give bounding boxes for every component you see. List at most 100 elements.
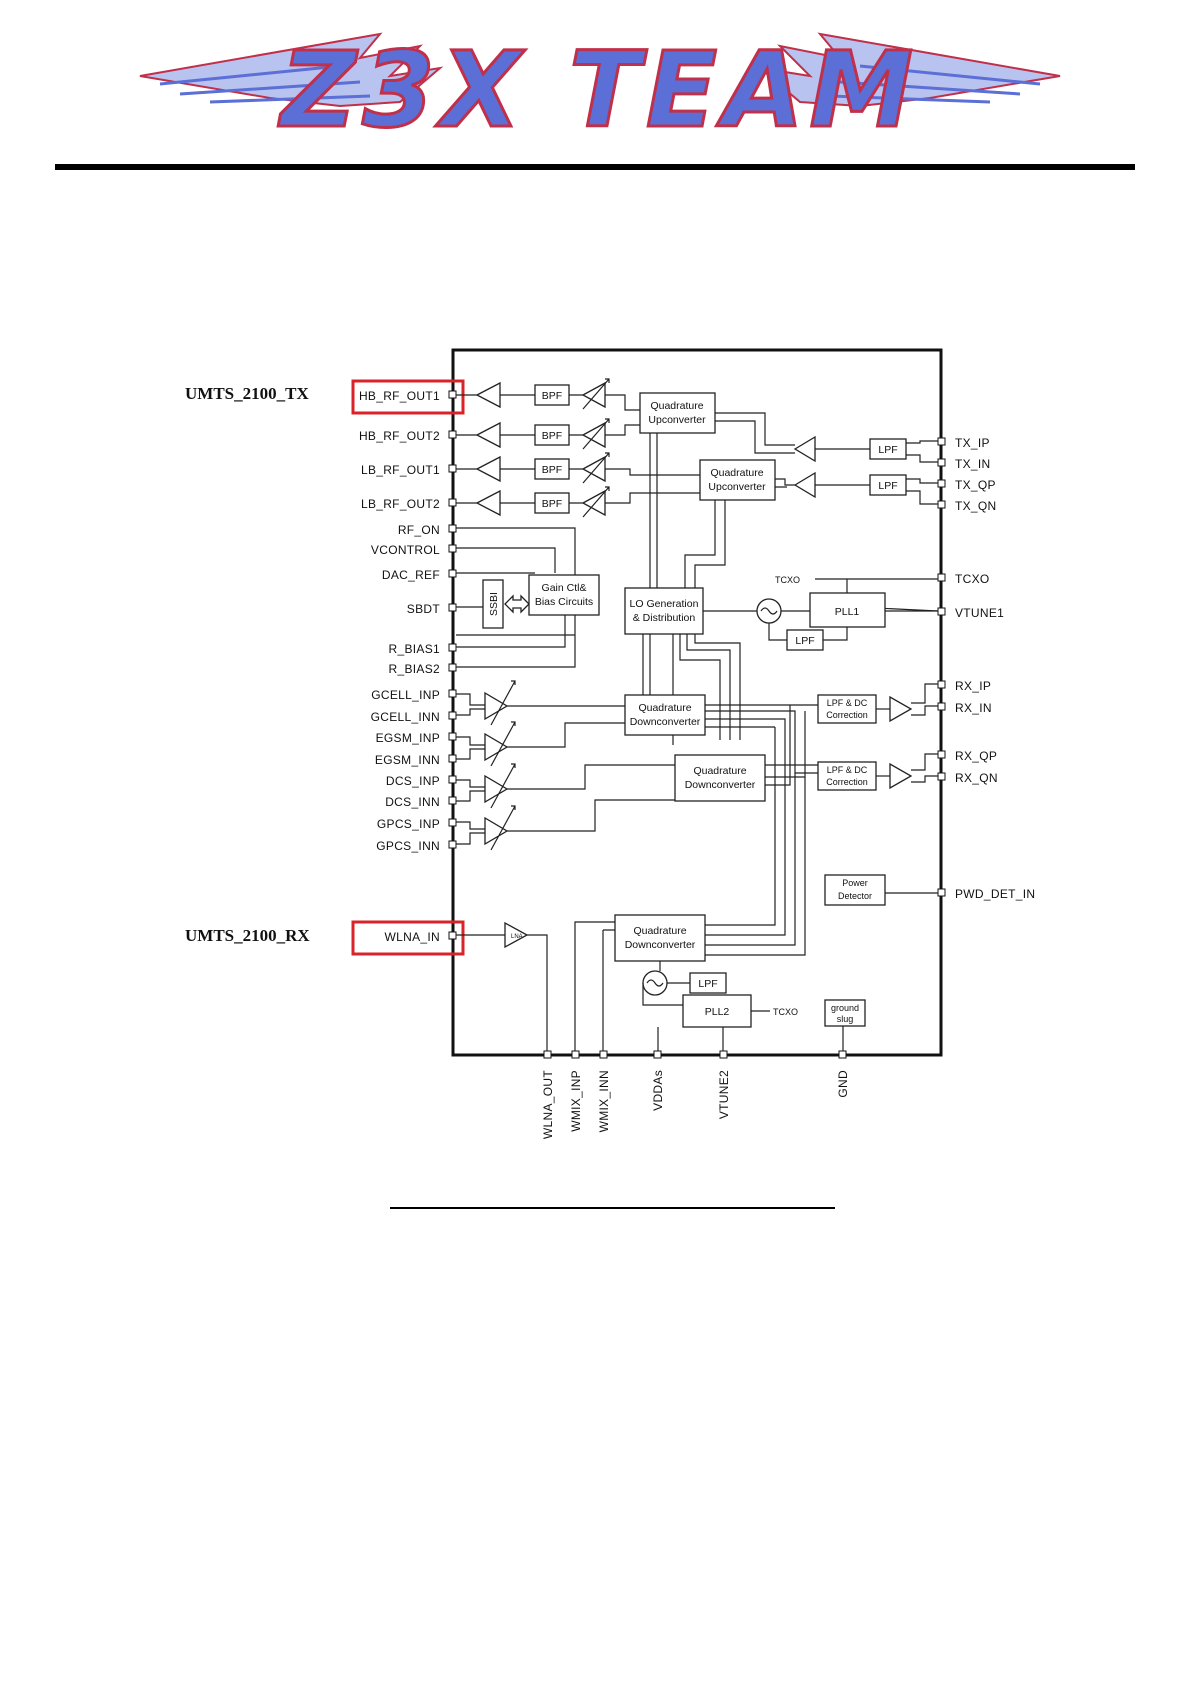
quadrature-downconverter-2: Quadrature Downconverter [674, 754, 766, 802]
svg-text:PLL1: PLL1 [835, 606, 860, 618]
lpf-block: LPF [786, 629, 824, 651]
pll2-block: PLL2 [682, 994, 752, 1028]
bottom-pin-list: WLNA_OUT WMIX_INP WMIX_INN VDDAs VTUNE2 … [541, 1050, 850, 1139]
svg-text:Quadrature: Quadrature [693, 765, 746, 777]
svg-text:HB_RF_OUT1: HB_RF_OUT1 [359, 389, 440, 403]
variable-attenuator-icon [581, 378, 610, 410]
svg-text:EGSM_INP: EGSM_INP [376, 731, 440, 745]
svg-text:GPCS_INP: GPCS_INP [377, 817, 440, 831]
svg-text:RX_QP: RX_QP [955, 749, 997, 763]
tx-output-chain: BPF BPF BPF BPF [456, 378, 700, 518]
svg-text:LNA: LNA [511, 934, 523, 940]
svg-text:VTUNE1: VTUNE1 [955, 606, 1004, 620]
svg-text:R_BIAS2: R_BIAS2 [389, 662, 440, 676]
bottom-pin: WLNA_OUT [541, 1050, 555, 1139]
right-pin-list: TX_IP TX_IN TX_QP TX_QN TCXO VTUNE1 RX_I… [937, 436, 1035, 901]
ground-slug-block: ground slug [824, 999, 866, 1051]
right-pin: VTUNE1 [937, 606, 1004, 620]
svg-text:Downconverter: Downconverter [685, 779, 756, 791]
bpf-block: BPF [534, 424, 570, 446]
svg-text:Power: Power [842, 878, 868, 888]
svg-text:SBDT: SBDT [407, 602, 441, 616]
svg-text:R_BIAS1: R_BIAS1 [389, 642, 440, 656]
tcxo-internal-label: TCXO [775, 575, 800, 585]
left-pin: DAC_REF [382, 568, 457, 582]
svg-text:DCS_INN: DCS_INN [385, 795, 440, 809]
svg-text:Bias Circuits: Bias Circuits [535, 596, 593, 608]
right-pin: RX_IP [937, 679, 991, 693]
svg-text:LPF & DC: LPF & DC [827, 698, 868, 708]
svg-text:GPCS_INN: GPCS_INN [376, 839, 440, 853]
svg-text:DAC_REF: DAC_REF [382, 568, 440, 582]
right-pin: TCXO [937, 572, 989, 586]
right-pin: PWD_DET_IN [937, 887, 1035, 901]
svg-text:PLL2: PLL2 [705, 1006, 730, 1018]
right-pin: RX_QN [937, 771, 998, 785]
left-pin: R_BIAS1 [389, 642, 457, 656]
left-pin: EGSM_INP [376, 731, 457, 745]
svg-text:LPF: LPF [795, 635, 814, 647]
rx-output-amp-icon [889, 762, 913, 790]
left-pin: GCELL_INP [371, 688, 457, 702]
rx-callout-label: UMTS_2100_RX [185, 926, 310, 945]
svg-text:BPF: BPF [542, 390, 562, 402]
pll1-section: PLL1 LPF TCXO [756, 575, 939, 651]
svg-text:WLNA_OUT: WLNA_OUT [541, 1070, 555, 1139]
tcxo-internal-label: TCXO [773, 1007, 798, 1017]
tx-callout-label: UMTS_2100_TX [185, 384, 309, 403]
left-pin: RF_ON [398, 523, 457, 537]
svg-text:BPF: BPF [542, 498, 562, 510]
right-wing-icon [756, 32, 1061, 108]
svg-text:HB_RF_OUT2: HB_RF_OUT2 [359, 429, 440, 443]
lpf-block: LPF [689, 972, 727, 994]
svg-text:TX_IN: TX_IN [955, 457, 991, 471]
left-pin: GCELL_INN [371, 710, 457, 724]
vco-icon [756, 598, 782, 624]
vco-icon [642, 970, 668, 996]
left-pin-list: HB_RF_OUT1 HB_RF_OUT2 LB_RF_OUT1 LB_RF_O… [359, 389, 457, 944]
lna-icon [504, 921, 529, 949]
lo-generation-block: LO Generation & Distribution [624, 433, 757, 745]
left-pin: HB_RF_OUT2 [359, 429, 457, 443]
svg-text:VTUNE2: VTUNE2 [717, 1070, 731, 1119]
svg-text:SSBI: SSBI [488, 592, 500, 616]
svg-text:Downconverter: Downconverter [630, 716, 701, 728]
svg-text:TX_QN: TX_QN [955, 499, 997, 513]
svg-text:RF_ON: RF_ON [398, 523, 440, 537]
right-pin: TX_QN [937, 499, 997, 513]
svg-text:RX_QN: RX_QN [955, 771, 998, 785]
svg-text:Gain Ctl&: Gain Ctl& [542, 582, 587, 594]
lna-variable-icon [484, 763, 516, 809]
svg-text:GND: GND [836, 1070, 850, 1098]
left-pin: R_BIAS2 [389, 662, 457, 676]
power-detector-block: Power Detector [824, 874, 938, 906]
svg-text:& Distribution: & Distribution [633, 612, 696, 624]
svg-text:LPF: LPF [878, 480, 897, 492]
ssbi-block: SSBI [482, 579, 504, 629]
quadrature-upconverter-2: Quadrature Upconverter [699, 459, 776, 501]
svg-text:LO Generation: LO Generation [630, 598, 699, 610]
lpf-dc-correction-block: LPF & DC Correction [817, 761, 877, 791]
gain-bias-block: Gain Ctl& Bias Circuits [528, 574, 600, 616]
svg-text:Quadrature: Quadrature [638, 702, 691, 714]
header-divider [55, 164, 1135, 170]
svg-text:WLNA_IN: WLNA_IN [385, 930, 440, 944]
quadrature-upconverter-1: Quadrature Upconverter [639, 392, 716, 434]
lna-variable-icon [484, 805, 516, 851]
bpf-block: BPF [534, 492, 570, 514]
left-pin: DCS_INP [386, 774, 457, 788]
svg-text:TX_QP: TX_QP [955, 478, 996, 492]
quadrature-downconverter-1: Quadrature Downconverter [624, 694, 706, 736]
svg-text:LB_RF_OUT2: LB_RF_OUT2 [361, 497, 440, 511]
svg-text:Detector: Detector [838, 891, 872, 901]
svg-text:Correction: Correction [826, 710, 868, 720]
svg-text:Quadrature: Quadrature [710, 467, 763, 479]
svg-text:Downconverter: Downconverter [625, 939, 696, 951]
bottom-pin: GND [836, 1050, 850, 1098]
svg-text:slug: slug [837, 1014, 854, 1024]
lpf-block: LPF [869, 474, 907, 496]
rx-baseband-path: LPF & DC Correction LPF & DC Correction [705, 683, 938, 956]
left-pin: GPCS_INN [376, 839, 457, 853]
svg-text:LPF: LPF [698, 978, 717, 990]
svg-text:LPF & DC: LPF & DC [827, 765, 868, 775]
